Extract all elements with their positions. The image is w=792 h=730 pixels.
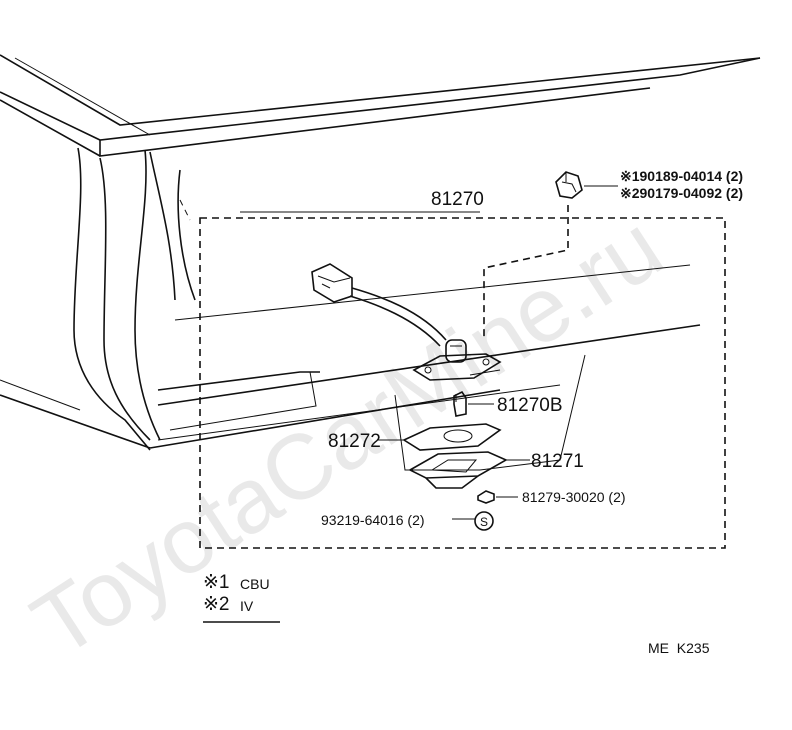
label-screw: 93219-64016 (2): [321, 512, 425, 528]
legend-mark-1: ※1: [203, 572, 230, 593]
label-assembly: 81270: [431, 189, 484, 210]
legend: ※1 CBU ※2 IV: [203, 572, 280, 623]
label-clip-1: ※190189-04014 (2): [620, 168, 743, 184]
lamp-base-icon: [412, 339, 502, 381]
label-clip-2: ※290179-04092 (2): [620, 185, 743, 201]
nut-icon: [477, 490, 495, 504]
legend-text-2: IV: [240, 598, 254, 614]
screw-icon: [474, 511, 494, 531]
label-lens: 81271: [531, 451, 584, 472]
clip-icon: [555, 171, 583, 199]
legend-text-1: CBU: [240, 576, 270, 592]
connector-icon: [311, 263, 447, 347]
label-bulb-socket: 81270B: [497, 395, 563, 416]
gasket-icon: [402, 423, 502, 451]
truck-bed-body: [0, 54, 761, 471]
clip-leader: [483, 205, 569, 340]
screw-symbol: S: [480, 515, 488, 529]
label-nut: 81279-30020 (2): [522, 489, 626, 505]
legend-mark-2: ※2: [203, 594, 230, 615]
label-gasket: 81272: [328, 431, 381, 452]
diagram-code: ME K235: [648, 640, 710, 656]
bulb-icon: [453, 390, 467, 417]
assembly-boundary: [199, 217, 726, 549]
